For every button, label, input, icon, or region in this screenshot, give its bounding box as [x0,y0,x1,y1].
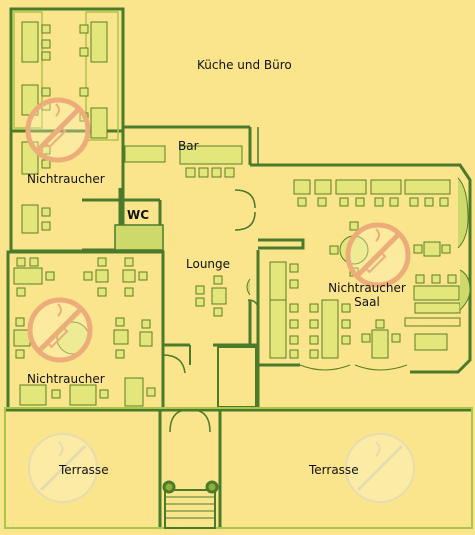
non-smoking-left-top-label: Nichtraucher [27,172,105,186]
lounge-label: Lounge [186,257,231,271]
kitchen-office-label: Küche und Büro [197,58,292,72]
non-smoking-hall-label-line1: Nichtraucher [328,281,406,295]
terrace-right-label: Terrasse [309,463,359,477]
wc-label: WC [127,208,150,222]
no-smoking-icon [30,300,90,360]
no-smoking-icon [348,225,408,285]
walls [4,7,473,529]
no-smoking-icon [28,100,88,160]
non-smoking-hall-label: Nichtraucher Saal [325,281,409,309]
non-smoking-left-bottom-label: Nichtraucher [27,372,105,386]
terrace-left-label: Terrasse [59,463,109,477]
bar-label: Bar [178,139,199,153]
non-smoking-hall-label-line2: Saal [354,295,380,309]
